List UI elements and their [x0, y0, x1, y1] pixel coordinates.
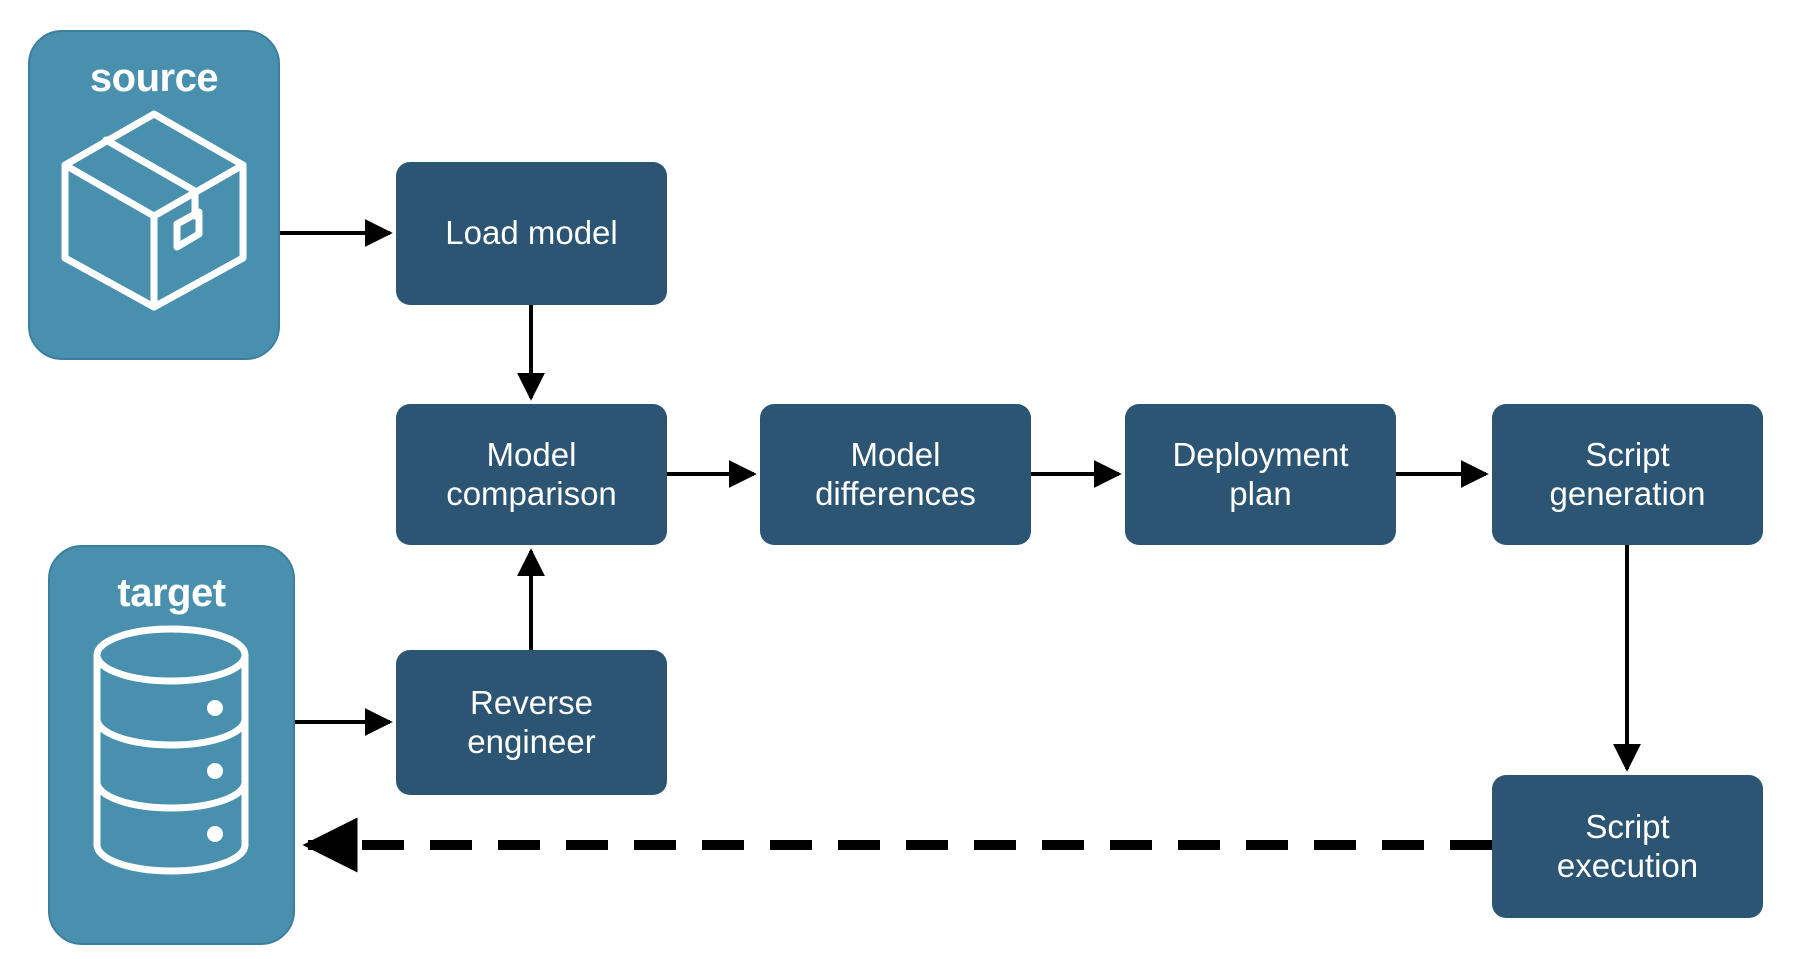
process-model-differences[interactable]: Model differences	[760, 404, 1031, 545]
process-script-generation[interactable]: Script generation	[1492, 404, 1763, 545]
database-cylinder-icon	[93, 625, 249, 875]
endpoint-target-label: target	[117, 571, 226, 615]
process-model-comparison[interactable]: Model comparison	[396, 404, 667, 545]
process-model-comparison-text: Model comparison	[446, 435, 617, 512]
endpoint-source-label: source	[89, 56, 219, 100]
process-deployment-plan[interactable]: Deployment plan	[1125, 404, 1396, 545]
process-deployment-plan-text: Deployment plan	[1172, 435, 1349, 512]
package-box-icon	[61, 110, 247, 311]
process-reverse-engineer[interactable]: Reverse engineer	[396, 650, 667, 795]
process-reverse-engineer-text: Reverse engineer	[467, 683, 596, 760]
process-script-generation-text: Script generation	[1549, 435, 1706, 512]
endpoint-source[interactable]: source	[28, 30, 280, 360]
process-load-model-text: Load model	[445, 214, 618, 252]
process-model-differences-text: Model differences	[815, 435, 976, 512]
process-load-model[interactable]: Load model	[396, 162, 667, 305]
process-script-execution[interactable]: Script execution	[1492, 775, 1763, 918]
process-script-execution-text: Script execution	[1556, 807, 1699, 884]
endpoint-target[interactable]: target	[48, 545, 295, 945]
